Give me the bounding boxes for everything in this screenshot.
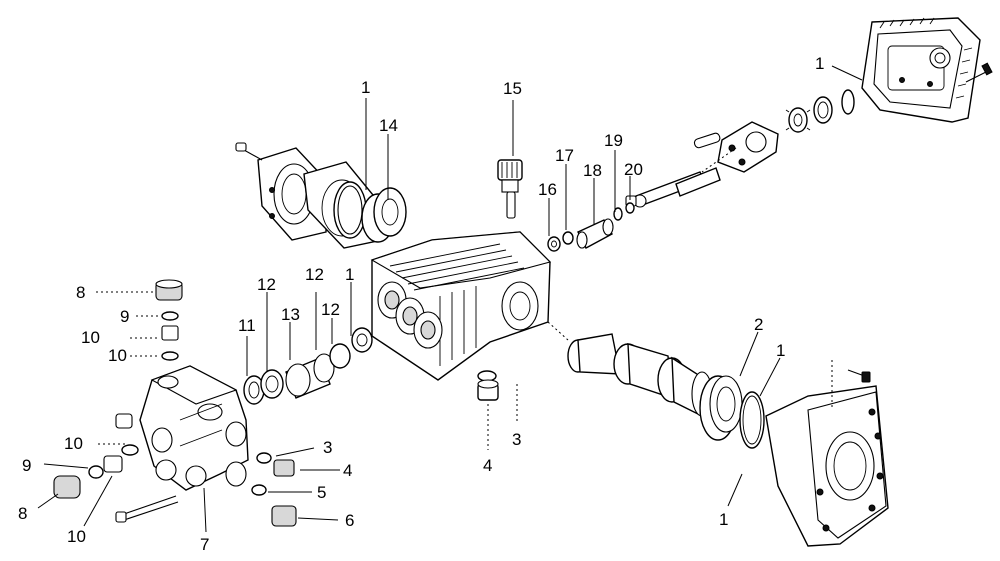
- callout-12-b: 12: [305, 265, 324, 284]
- callout-12-c: 12: [321, 300, 340, 319]
- plunger-small-parts: [547, 202, 635, 252]
- callout-1-bottom: 1: [719, 510, 728, 529]
- front-flange-part: [235, 142, 407, 249]
- callout-3-mid: 3: [512, 430, 521, 449]
- valve-stack-left: [53, 413, 139, 499]
- callout-17: 17: [555, 146, 574, 165]
- callout-19: 19: [604, 131, 623, 150]
- plugs-right: [251, 452, 297, 527]
- pump-head-part: [139, 365, 249, 491]
- callout-12-a: 12: [257, 275, 276, 294]
- callout-13: 13: [281, 305, 300, 324]
- callout-7: 7: [200, 535, 209, 554]
- callout-20: 20: [624, 160, 643, 179]
- callout-10-c: 10: [64, 434, 83, 453]
- seal-group-left: [243, 327, 373, 405]
- callout-9-top: 9: [120, 307, 129, 326]
- callout-6: 6: [345, 511, 354, 530]
- plug-part-15: [497, 159, 523, 219]
- callout-labels: 1 1 14 15 17 19 18 16 20 8 9 10 10 12 12…: [18, 54, 824, 554]
- callout-18: 18: [583, 161, 602, 180]
- callout-14: 14: [379, 116, 398, 135]
- callout-9-low: 9: [22, 456, 31, 475]
- leader-lines: [37, 65, 863, 533]
- drain-plug-center: [477, 370, 499, 401]
- rear-seal-rings: [785, 89, 855, 133]
- callout-3-low: 3: [323, 438, 332, 457]
- callout-5: 5: [317, 483, 326, 502]
- callout-1-right: 1: [776, 341, 785, 360]
- callout-10-d: 10: [67, 527, 86, 546]
- callout-1-top-right: 1: [815, 54, 824, 73]
- crankshaft-part: [567, 333, 765, 449]
- callout-10-a: 10: [81, 328, 100, 347]
- long-bolt-part: [115, 495, 179, 523]
- crankcase-part: [370, 231, 552, 381]
- callout-15: 15: [503, 79, 522, 98]
- connecting-rod-part: [625, 121, 779, 208]
- callout-11: 11: [238, 316, 256, 335]
- callout-16: 16: [538, 180, 557, 199]
- callout-1-mid: 1: [345, 265, 354, 284]
- callout-8-low: 8: [18, 504, 27, 523]
- callout-8-top: 8: [76, 283, 85, 302]
- bottom-flange-part: [765, 369, 889, 547]
- callout-4-low: 4: [343, 461, 352, 480]
- callout-4-mid: 4: [483, 456, 492, 475]
- valve-stack-top: [155, 279, 183, 361]
- callout-1-top: 1: [361, 78, 370, 97]
- callout-10-b: 10: [108, 346, 127, 365]
- rear-cover-part: [861, 17, 993, 123]
- callout-2: 2: [754, 315, 763, 334]
